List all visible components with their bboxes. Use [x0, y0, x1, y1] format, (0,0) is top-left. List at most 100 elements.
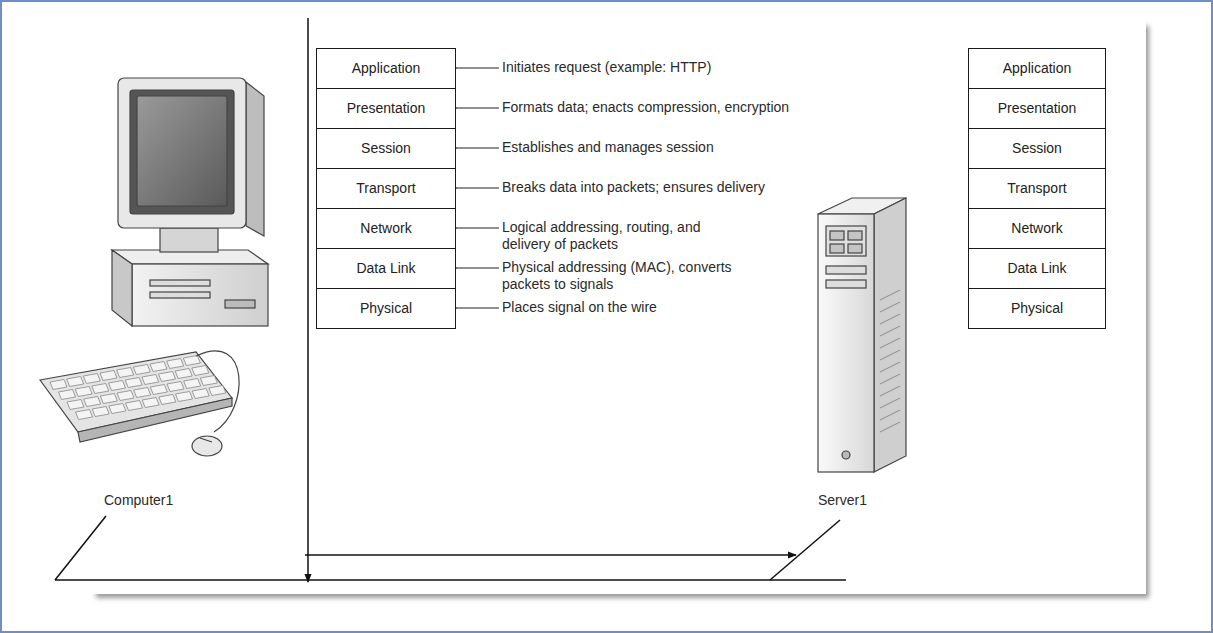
server-illustration [880, 386, 900, 396]
computer-illustration [133, 365, 150, 375]
computer-illustration [159, 395, 176, 405]
computer-illustration [175, 369, 192, 379]
network-wire [770, 520, 840, 580]
computer-illustration [50, 380, 67, 390]
computer-illustration [109, 404, 126, 414]
server-illustration [874, 198, 906, 472]
server-illustration [826, 226, 866, 256]
computer-illustration [118, 78, 246, 228]
computer-illustration [92, 407, 109, 417]
computer-illustration [117, 368, 134, 378]
layer-box: Physical [316, 288, 456, 329]
server-illustration [880, 326, 900, 336]
computer-illustration [67, 400, 84, 410]
layer-box: Network [316, 208, 456, 249]
layer-description: Formats data; enacts compression, encryp… [502, 99, 789, 116]
computer-illustration [142, 375, 159, 385]
computer-illustration [117, 391, 134, 401]
computer-illustration [192, 389, 209, 399]
layer-description: Establishes and manages session [502, 139, 714, 156]
leader-lines [453, 308, 499, 309]
layer-name: Application [352, 60, 421, 77]
computer-illustration [83, 374, 100, 384]
computer-illustration [160, 228, 218, 252]
leader-lines [453, 148, 499, 149]
computer-illustration [78, 398, 232, 442]
layer-name: Transport [1007, 180, 1066, 197]
computer-illustration [134, 388, 151, 398]
layer-box: Presentation [968, 88, 1106, 129]
layer-box: Transport [316, 168, 456, 209]
panel-shadow [18, 14, 1146, 594]
layer-box: Transport [968, 168, 1106, 209]
layer-description: Places signal on the wire [502, 299, 657, 316]
panel-shadow [18, 14, 1149, 598]
layer-name: Physical [1011, 300, 1063, 317]
network-wire [55, 516, 106, 580]
layer-description: Initiates request (example: HTTP) [502, 59, 711, 76]
layer-description: Breaks data into packets; ensures delive… [502, 179, 765, 196]
layer-box: Data Link [316, 248, 456, 289]
computer-illustration [192, 436, 222, 456]
leader-lines [453, 268, 499, 269]
computer-illustration [225, 300, 255, 308]
computer-illustration [50, 356, 226, 420]
server-illustration [830, 244, 844, 253]
server-illustration [826, 266, 866, 274]
computer-illustration [184, 379, 201, 389]
computer-illustration [246, 82, 264, 236]
layer-name: Presentation [347, 100, 426, 117]
server-illustration [880, 374, 900, 384]
computer-illustration [40, 78, 268, 456]
leader-lines [453, 68, 499, 69]
computer-illustration [67, 377, 84, 387]
computer-illustration [167, 359, 184, 369]
server-illustration [848, 244, 862, 253]
network-wire [55, 579, 846, 581]
computer-illustration [59, 390, 76, 400]
flow-arrow [307, 18, 309, 582]
flow-arrow [305, 554, 796, 556]
server-illustration [880, 302, 900, 312]
server-illustration [818, 214, 874, 472]
computer-illustration [192, 366, 209, 376]
leader-lines [453, 108, 499, 109]
computer-illustration [84, 397, 101, 407]
network-wire [55, 516, 846, 580]
computer-illustration [75, 387, 92, 397]
server-illustration [848, 231, 862, 240]
layer-name: Data Link [356, 260, 415, 277]
layer-description: Physical addressing (MAC), converts pack… [502, 259, 742, 293]
server-illustration [880, 314, 900, 324]
leader-lines [453, 228, 499, 229]
computer-illustration [130, 90, 234, 214]
computer-illustration [137, 96, 227, 206]
layer-box: Session [316, 128, 456, 169]
computer-illustration [183, 356, 200, 366]
layer-name: Session [361, 140, 411, 157]
server-illustration [880, 338, 900, 348]
server-illustration [830, 231, 844, 240]
device-label: Server1 [818, 492, 867, 509]
computer-illustration [200, 438, 212, 442]
server-illustration [842, 451, 850, 459]
layer-name: Network [1011, 220, 1062, 237]
layer-box: Network [968, 208, 1106, 249]
computer-illustration [176, 392, 193, 402]
server-illustration [880, 350, 900, 360]
computer-illustration [150, 385, 167, 395]
computer-illustration [209, 386, 226, 396]
computer-illustration [142, 398, 159, 408]
server-illustration [818, 198, 906, 472]
computer-illustration [112, 250, 132, 326]
leader-lines [453, 188, 499, 189]
layer-name: Data Link [1007, 260, 1066, 277]
computer-illustration [92, 384, 109, 394]
layer-name: Transport [356, 180, 415, 197]
computer-illustration [150, 362, 167, 372]
layer-name: Physical [360, 300, 412, 317]
computer-illustration [76, 410, 93, 420]
